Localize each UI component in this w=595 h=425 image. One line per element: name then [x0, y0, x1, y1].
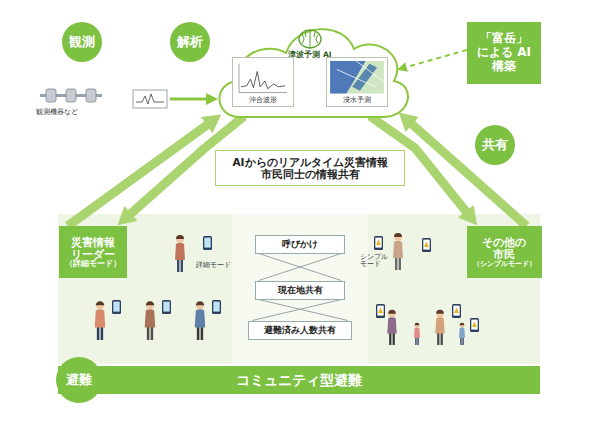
info-box: 現在地共有	[255, 281, 345, 300]
caption-label: 詳細モード	[196, 262, 231, 269]
observation-arrow	[170, 93, 218, 105]
person-figure	[435, 310, 445, 345]
smartphone-icon	[212, 300, 221, 314]
center-strip	[232, 214, 368, 364]
node-title: AIからのリアルタイム災害情報	[232, 156, 387, 168]
node-title: 呼びかけ	[282, 239, 318, 249]
node-title: 解析	[177, 35, 203, 50]
smartphone-icon	[470, 318, 479, 332]
node-title: 現在地共有	[278, 285, 323, 295]
person-figure	[414, 323, 420, 345]
smartphone-icon	[374, 236, 383, 250]
info-box: 「富岳」 による AI 構築	[467, 22, 541, 84]
info-box: 沖合波形	[232, 57, 294, 107]
stage-circle: 解析	[170, 22, 210, 62]
caption-label: シンプル モード	[360, 254, 392, 269]
info-box: コミュニティ型避難	[58, 366, 540, 394]
ai-brain-icon	[299, 30, 321, 48]
stage-circle: 避難	[56, 357, 102, 403]
info-box: 浸水予測	[326, 57, 388, 107]
node-subtitle: （シンプルモード）	[473, 260, 536, 268]
node-title: 観測	[69, 35, 95, 50]
info-box: AIからのリアルタイム災害情報市民同士の情報共有	[215, 150, 405, 186]
info-box: 災害情報 リーダー（詳細モード）	[59, 226, 127, 278]
node-title: コミュニティ型避難	[236, 372, 362, 388]
person-figure	[387, 310, 397, 345]
observation-devices	[40, 89, 102, 102]
flow-arrow	[411, 124, 526, 226]
smartphone-icon	[203, 236, 212, 250]
node-title: 浸水予測	[343, 96, 371, 104]
smartphone-icon	[162, 300, 171, 314]
node-title: 避難済み人数共有	[264, 325, 336, 335]
node-title: その他の 市民	[470, 236, 539, 260]
node-subtitle: （詳細モード）	[65, 260, 121, 269]
smartphone-icon	[452, 304, 461, 318]
person-figure	[195, 301, 206, 340]
person-figure	[95, 301, 106, 340]
person-figure	[175, 235, 185, 272]
info-box: その他の 市民（シンプルモード）	[467, 226, 542, 278]
node-subtitle: 市民同士の情報共有	[261, 168, 360, 180]
smartphone-icon	[112, 300, 121, 314]
node-title: 沖合波形	[249, 96, 277, 104]
node-title: 「富岳」 による AI 構築	[471, 32, 537, 73]
info-box: 呼びかけ	[255, 235, 345, 254]
smartphone-icon	[422, 238, 431, 252]
waveform-monitor	[133, 90, 167, 108]
dashed-arrow	[406, 50, 467, 67]
smartphone-icon	[376, 304, 385, 318]
exchange-line	[259, 254, 342, 281]
person-figure	[459, 323, 465, 345]
caption-label: 観測機器など	[36, 108, 78, 116]
stage-circle: 観測	[62, 22, 102, 62]
node-title: 避難	[66, 373, 92, 388]
cloud-box: 津波予測 AI沖合波形浸水予測	[210, 15, 410, 125]
node-title: 共有	[482, 138, 508, 153]
info-box: 避難済み人数共有	[248, 321, 352, 340]
exchange-line	[259, 254, 342, 281]
exchange-line	[252, 300, 341, 321]
person-figure	[393, 233, 403, 270]
exchange-line	[259, 300, 348, 321]
node-title: 災害情報 リーダー	[62, 236, 124, 260]
stage-circle: 共有	[475, 125, 515, 165]
person-figure	[145, 301, 156, 340]
